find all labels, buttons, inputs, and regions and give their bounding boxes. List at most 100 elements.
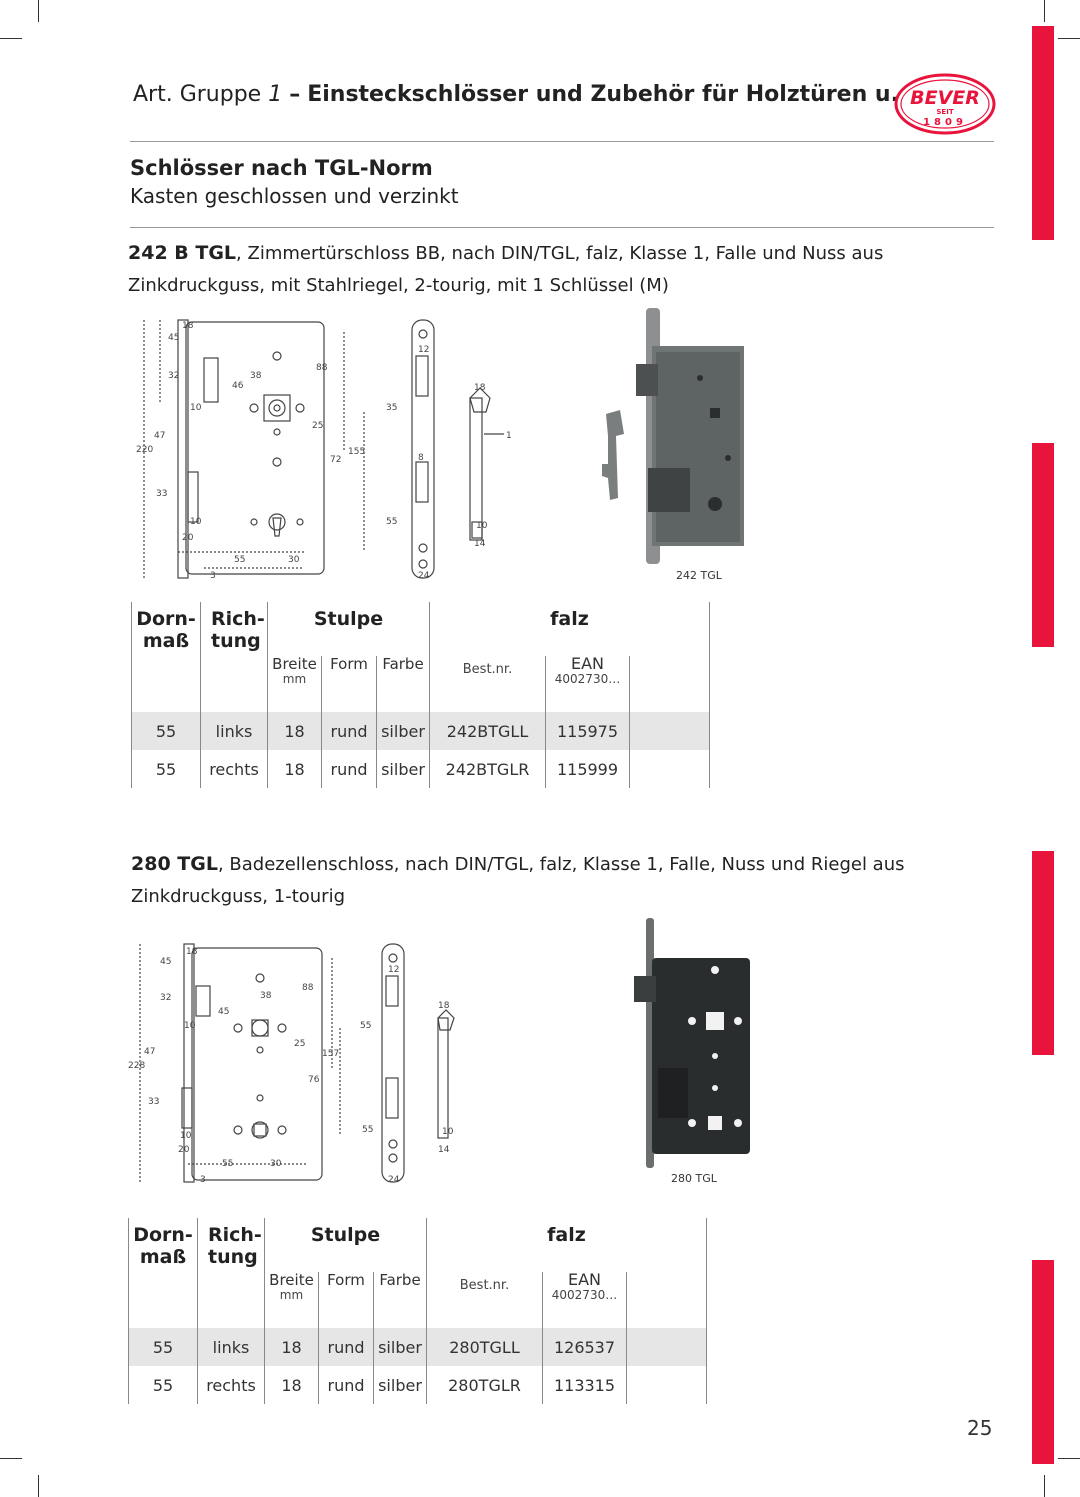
svg-text:30: 30 (288, 555, 300, 565)
svg-text:10: 10 (180, 1131, 192, 1141)
crop-mark (0, 1458, 22, 1459)
group-title: Einsteckschlösser und Zubehör für Holztü… (307, 82, 968, 107)
table-row: 55 rechts 18 rund silber 242BTGLR 115999 (131, 750, 710, 788)
svg-text:18: 18 (438, 1001, 450, 1011)
svg-text:25: 25 (312, 421, 323, 431)
product-text: , Badezellenschloss, nach DIN/TGL, falz,… (131, 854, 905, 907)
product-photo-280 (634, 918, 750, 1168)
header-dorn: Dorn-maß (131, 602, 201, 712)
header-stulpe: Stulpe (264, 1218, 427, 1272)
crop-mark (1044, 1475, 1045, 1497)
header-farbe: Farbe (376, 656, 430, 712)
header-richtung: Rich-tung (200, 602, 268, 712)
svg-text:155: 155 (348, 447, 365, 457)
svg-text:10: 10 (184, 1021, 196, 1031)
header-richtung: Rich-tung (197, 1218, 265, 1328)
svg-text:1: 1 (506, 431, 512, 441)
svg-text:47: 47 (144, 1047, 155, 1057)
divider (130, 141, 994, 142)
svg-text:24: 24 (388, 1175, 400, 1185)
header-farbe: Farbe (373, 1272, 427, 1328)
svg-text:32: 32 (168, 371, 179, 381)
svg-text:14: 14 (474, 539, 486, 549)
svg-text:20: 20 (182, 533, 194, 543)
header-falz: falz (426, 1218, 707, 1272)
section-subtitle: Kasten geschlossen und verzinkt (130, 184, 459, 208)
svg-text:55: 55 (386, 517, 397, 527)
svg-text:45: 45 (218, 1007, 229, 1017)
svg-text:157: 157 (322, 1049, 339, 1059)
product-photo-242 (602, 308, 744, 564)
table-row: 55 links 18 rund silber 242BTGLL 115975 (131, 712, 710, 750)
crop-mark (1058, 1458, 1080, 1459)
svg-text:45: 45 (160, 957, 171, 967)
svg-text:18: 18 (186, 947, 198, 957)
photo-caption: 242 TGL (676, 569, 722, 582)
svg-text:228: 228 (128, 1061, 145, 1071)
product-code: 280 TGL (131, 853, 218, 875)
svg-text:10: 10 (442, 1127, 454, 1137)
svg-text:220: 220 (136, 445, 153, 455)
header-stulpe: Stulpe (267, 602, 430, 656)
table-row: 55 links 18 rund silber 280TGLL 126537 (128, 1328, 707, 1366)
section-title: Schlösser nach TGL-Norm (130, 156, 433, 180)
crop-mark (0, 38, 22, 39)
header-bestnr: Best.nr. (429, 656, 546, 712)
svg-text:25: 25 (294, 1039, 305, 1049)
svg-text:30: 30 (270, 1159, 282, 1169)
page-number: 25 (967, 1416, 993, 1440)
table-row: 55 rechts 18 rund silber 280TGLR 113315 (128, 1366, 707, 1404)
logo-year: 1809 (923, 117, 967, 128)
product-code: 242 B TGL (128, 242, 237, 264)
svg-text:55: 55 (222, 1159, 233, 1169)
dash: – (289, 82, 301, 107)
bever-logo: BEVER SEIT 1809 (894, 73, 996, 135)
register-tab (1032, 1260, 1054, 1464)
svg-text:32: 32 (160, 993, 171, 1003)
register-tab (1032, 851, 1054, 1055)
svg-text:8: 8 (418, 453, 424, 463)
svg-text:55: 55 (234, 555, 245, 565)
crop-mark (1044, 0, 1045, 22)
header-dorn: Dorn-maß (128, 1218, 198, 1328)
svg-text:47: 47 (154, 431, 165, 441)
crop-mark (38, 1475, 39, 1497)
svg-text:18: 18 (182, 321, 194, 331)
group-number: 1 (268, 82, 283, 107)
svg-text:38: 38 (250, 371, 262, 381)
svg-text:88: 88 (316, 363, 328, 373)
svg-text:72: 72 (330, 455, 341, 465)
logo-wordmark: BEVER (910, 87, 980, 109)
svg-text:3: 3 (210, 571, 216, 581)
crop-mark (38, 0, 39, 22)
register-tab (1032, 26, 1054, 240)
product-description: 242 B TGL, Zimmertürschloss BB, nach DIN… (128, 237, 1008, 302)
svg-text:12: 12 (388, 965, 399, 975)
svg-text:33: 33 (148, 1097, 159, 1107)
header-form: Form (321, 656, 377, 712)
product-text: , Zimmertürschloss BB, nach DIN/TGL, fal… (128, 243, 884, 296)
header-falz: falz (429, 602, 710, 656)
svg-text:20: 20 (178, 1145, 190, 1155)
page-header: Art. Gruppe 1 – Einsteckschlösser und Zu… (133, 82, 967, 107)
logo-seit: SEIT (936, 108, 953, 116)
product-description: 280 TGL, Badezellenschloss, nach DIN/TGL… (131, 848, 1011, 913)
svg-text:10: 10 (476, 521, 488, 531)
register-tab (1032, 443, 1054, 647)
svg-text:24: 24 (418, 571, 430, 581)
svg-text:10: 10 (190, 403, 202, 413)
photo-caption: 280 TGL (671, 1172, 717, 1185)
svg-text:45: 45 (168, 333, 179, 343)
svg-text:76: 76 (308, 1075, 320, 1085)
crop-mark (1058, 38, 1080, 39)
svg-text:18: 18 (474, 383, 486, 393)
svg-text:55: 55 (362, 1125, 373, 1135)
svg-text:35: 35 (386, 403, 397, 413)
